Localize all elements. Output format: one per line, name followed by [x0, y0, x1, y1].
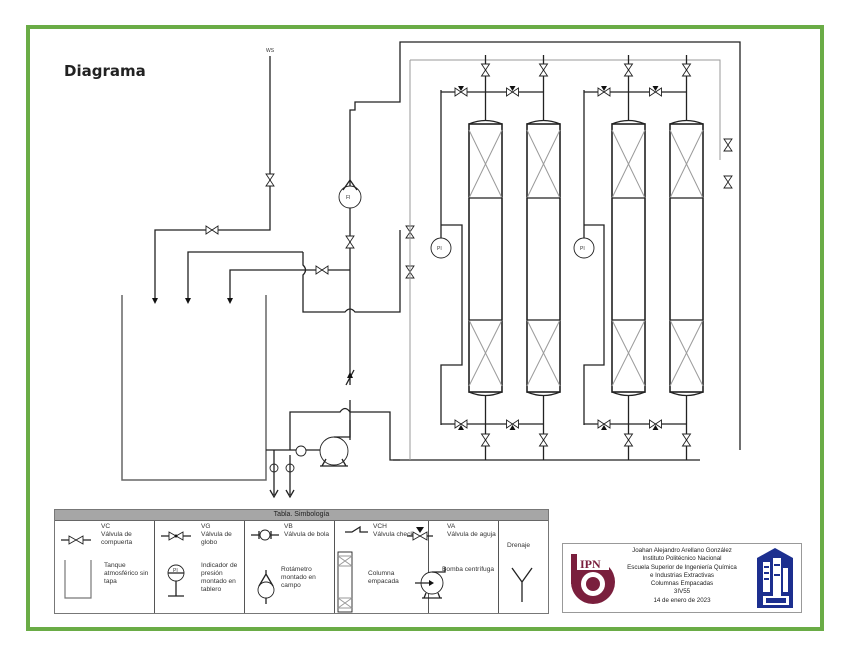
steam-globe-valve-icon[interactable] — [265, 173, 275, 187]
packed-column-icon — [337, 551, 353, 613]
return-gate-valve-icon[interactable] — [315, 265, 329, 275]
column-bottom-head — [526, 391, 561, 397]
ipn-logo: IPN — [571, 554, 615, 604]
pressure-indicator-1: PI — [430, 90, 463, 425]
column-top-head — [468, 119, 503, 125]
column-top-globe-valve-icon[interactable] — [624, 63, 633, 77]
pressure-indicator-icon: PI — [167, 564, 185, 597]
needle-valve-icon[interactable] — [597, 85, 611, 97]
svg-text:PI: PI — [173, 568, 178, 574]
column-top-head — [669, 119, 704, 125]
header-globe-valve-icon[interactable] — [723, 175, 733, 189]
column-bottom-globe-valve-icon[interactable] — [481, 433, 490, 447]
project-name: Columnas Empacadas — [650, 580, 714, 588]
legend-open-tank: Tanque atmosférico sin tapa — [104, 562, 149, 585]
pressure-indicator-icon — [573, 237, 595, 259]
institution-name: Instituto Politécnico Nacional — [642, 555, 722, 563]
steam-line — [152, 56, 275, 304]
legend-symbols: PI — [61, 525, 533, 613]
school-name-1: Escuela Superior de Ingeniería Química — [627, 563, 737, 571]
column-bottom-globe-valve-icon[interactable] — [624, 433, 633, 447]
needle-valve-icon[interactable] — [597, 419, 611, 431]
column-top-globe-valve-icon[interactable] — [539, 63, 548, 77]
packed-column — [526, 123, 561, 393]
column-bottom-globe-valve-icon[interactable] — [682, 433, 691, 447]
needle-valve-icon — [407, 527, 433, 541]
packing-icon — [468, 129, 503, 387]
steam-label: WS — [266, 48, 275, 54]
discharge-globe-valve-icon[interactable] — [345, 235, 355, 249]
packing-boundary — [670, 197, 703, 321]
pump-area — [266, 407, 400, 499]
vent-header — [410, 59, 721, 160]
column-bottom-head — [669, 391, 704, 397]
check-valve-icon — [345, 525, 368, 533]
globe-valve-icon — [161, 531, 191, 541]
column-top-globe-valve-icon[interactable] — [481, 63, 490, 77]
open-tank — [121, 295, 267, 481]
drain-icon — [511, 567, 533, 602]
legend-packed-column: Columna empacada — [368, 570, 399, 585]
packing-icon — [669, 129, 704, 387]
packed-column — [468, 123, 503, 393]
legend-title: Tabla. Simbología — [55, 510, 548, 521]
packing-boundary — [612, 197, 645, 321]
rotameter-label: FI — [346, 195, 350, 201]
packed-columns — [441, 55, 704, 460]
packing-icon — [526, 129, 561, 387]
legend-rotameter: Rotámetro montado en campo — [281, 566, 316, 589]
svg-text:PI: PI — [580, 246, 585, 252]
column-bottom-head — [468, 391, 503, 397]
needle-valve-icon[interactable] — [454, 85, 468, 97]
column-bottom-globe-valve-icon[interactable] — [539, 433, 548, 447]
centrifugal-pump-icon — [415, 567, 446, 599]
centrifugal-pump-icon[interactable] — [319, 436, 349, 466]
legend-drain: Drenaje — [507, 542, 531, 549]
author-name: Joahan Alejandro Arellano González — [632, 547, 732, 554]
packed-column — [611, 123, 646, 393]
date: 14 de enero de 2023 — [653, 596, 711, 604]
needle-valve-icon[interactable] — [649, 419, 662, 431]
column-top-head — [526, 119, 561, 125]
packing-icon — [611, 129, 646, 387]
page-title: Diagrama — [64, 62, 146, 80]
legend-centrifugal-pump: Bomba centrífuga — [442, 566, 495, 573]
needle-valve-icon[interactable] — [454, 419, 468, 431]
svg-text:PI: PI — [437, 246, 442, 252]
open-tank-icon — [64, 560, 92, 599]
drain-icon — [269, 489, 295, 499]
esiqie-logo — [757, 548, 793, 608]
title-block: IPN Joahan Alejandro Arellano González I… — [562, 543, 802, 613]
column-top-globe-valve-icon[interactable] — [682, 63, 691, 77]
packing-boundary — [527, 197, 560, 321]
pressure-indicator-icon — [430, 237, 452, 259]
group-code: 3IV55 — [673, 588, 691, 596]
pressure-indicator-2: PI — [573, 90, 605, 425]
rotameter-icon — [338, 185, 362, 209]
needle-valve-icon[interactable] — [506, 85, 519, 97]
suction-ball-valve-icon[interactable] — [295, 445, 307, 457]
gate-valve-icon — [61, 535, 91, 545]
ball-valve-icon — [251, 529, 279, 541]
needle-valve-icon[interactable] — [506, 419, 519, 431]
needle-valve-icon[interactable] — [649, 85, 662, 97]
packed-column — [669, 123, 704, 393]
school-name-2: e Industrias Extractivas — [650, 571, 714, 579]
column-top-head — [611, 119, 646, 125]
rotameter-icon — [257, 570, 275, 604]
packing-boundary — [469, 197, 502, 321]
legend-pressure-indicator: Indicador de presión montado en tablero — [201, 562, 238, 593]
header-globe-valve-icon[interactable] — [723, 138, 733, 152]
column-bottom-head — [611, 391, 646, 397]
steam-gate-valve-icon[interactable] — [205, 225, 219, 235]
return-lines — [185, 230, 401, 313]
svg-text:IPN: IPN — [580, 557, 601, 571]
